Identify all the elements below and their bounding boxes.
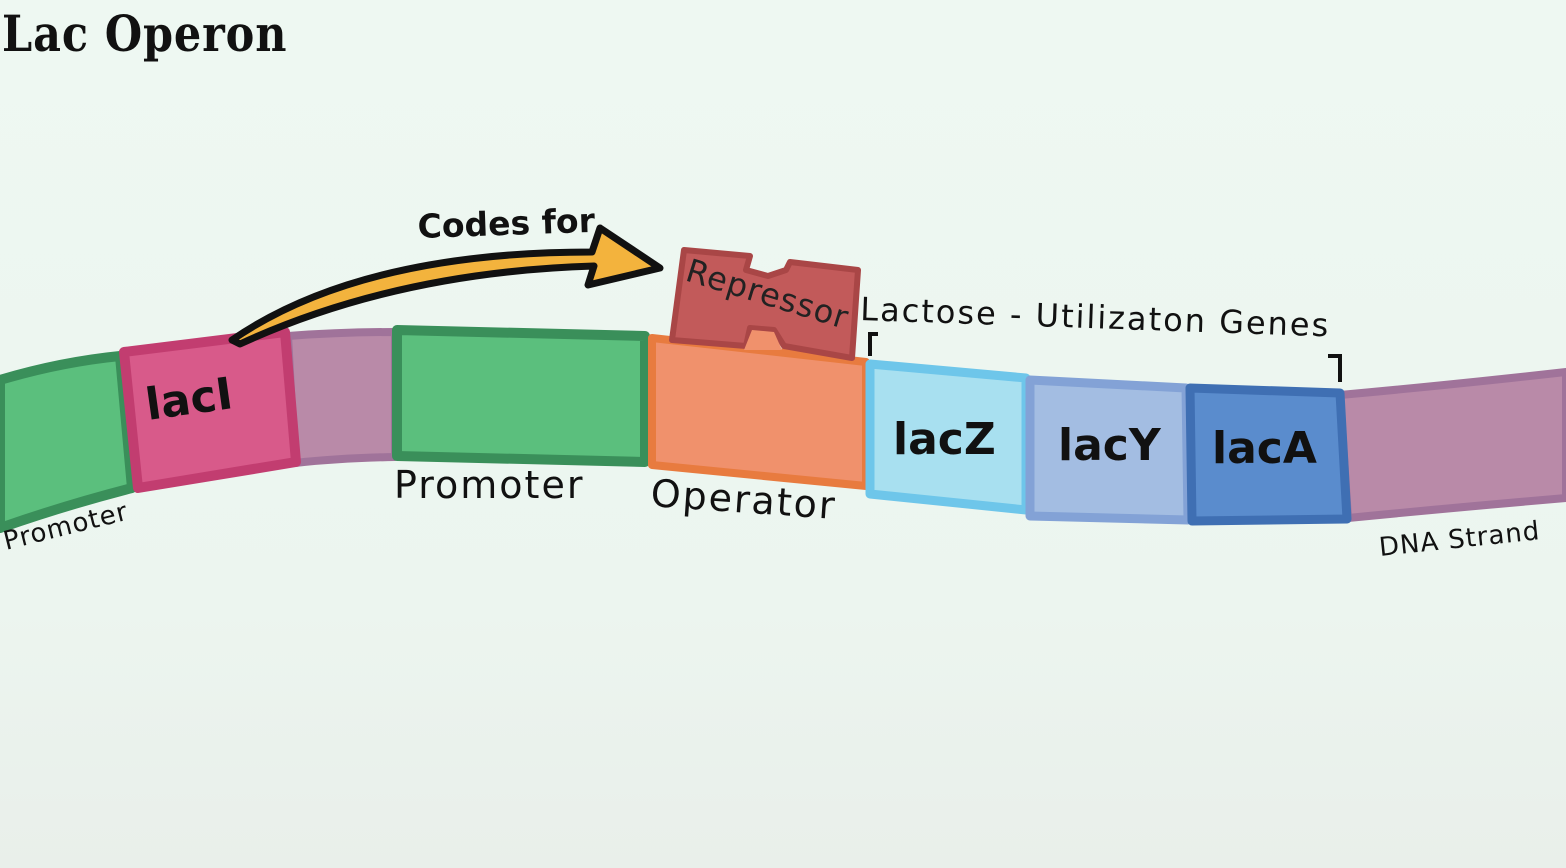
codes-for-label: Codes for bbox=[417, 201, 596, 246]
laci-label: lacI bbox=[142, 368, 235, 431]
promoter-left-segment bbox=[0, 351, 137, 533]
codes-for-arrow bbox=[228, 224, 664, 348]
lacz-label: lacZ bbox=[893, 414, 996, 465]
promoter-segment bbox=[392, 325, 650, 467]
repressor-notch bbox=[744, 330, 782, 350]
page-title: Lac Operon bbox=[2, 4, 288, 63]
laca-label: lacA bbox=[1212, 423, 1317, 474]
bracket-left bbox=[868, 332, 878, 356]
dna-strand-right bbox=[1336, 368, 1566, 522]
laca-segment bbox=[1185, 383, 1352, 526]
dna-strand-label: DNA Strand bbox=[1378, 516, 1542, 563]
lactose-genes-label: Lactose - Utilizaton Genes bbox=[860, 290, 1331, 344]
repressor-shape bbox=[669, 247, 861, 361]
operator-segment bbox=[648, 334, 870, 490]
promoter-label: Promoter bbox=[394, 463, 584, 507]
bracket-right bbox=[1328, 354, 1342, 382]
dna-strand-mid bbox=[284, 328, 399, 467]
lacy-label: lacY bbox=[1058, 420, 1162, 471]
